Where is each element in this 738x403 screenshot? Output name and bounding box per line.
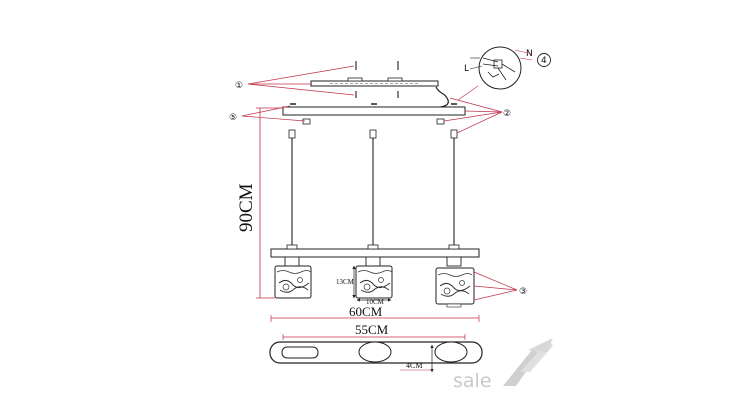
- brand-logo-icon: [503, 338, 553, 386]
- canopy-end-caps: [302, 118, 445, 125]
- bar-length-dimension: 60CM: [270, 304, 480, 322]
- lamp-shade-left: [274, 265, 312, 299]
- bar-length-label: 60CM: [349, 304, 383, 319]
- mounting-screws: [355, 61, 399, 98]
- supply-wire: [429, 86, 449, 108]
- callout-2-label: ②: [503, 109, 511, 119]
- cable-grips: [288, 129, 458, 139]
- callout-5-label: ⑤: [229, 113, 237, 123]
- canopy-length-dimension: 55CM: [282, 322, 466, 340]
- callout-2: ②: [443, 97, 511, 134]
- lamp-bar: [270, 244, 480, 258]
- lamp-shade-center: [355, 265, 393, 299]
- canopy-length-label: 55CM: [355, 322, 389, 337]
- wire-n-label: N: [526, 49, 533, 59]
- shade-width-label: 10CM: [366, 298, 385, 306]
- callout-3: ③: [473, 271, 527, 301]
- lamp-sockets: [284, 256, 462, 267]
- callout-3-label: ③: [519, 287, 527, 297]
- callout-4: 4: [537, 53, 551, 67]
- canopy-depth-label: 4CM: [406, 361, 422, 370]
- height-label: 90CM: [236, 183, 257, 232]
- callout-1: ①: [235, 65, 355, 96]
- callout-5: ⑤: [229, 105, 306, 123]
- ceiling-canopy: [282, 103, 466, 116]
- mounting-bracket: [310, 77, 439, 87]
- suspension-cables: [291, 138, 455, 248]
- height-dimension: 90CM: [236, 107, 283, 299]
- shade-height-label: 13CM: [336, 278, 355, 286]
- shade-width-dimension: 10CM: [356, 298, 392, 306]
- callout-4-label: 4: [541, 56, 547, 66]
- canopy-bottom-view: [269, 341, 483, 364]
- shade-height-dimension: 13CM: [336, 265, 356, 299]
- callout-1-label: ①: [235, 81, 243, 91]
- brand-watermark-text: sale: [453, 370, 492, 392]
- brand-watermark: sale: [453, 338, 553, 392]
- wiring-detail: N L: [457, 46, 533, 101]
- wire-l-label: L: [464, 64, 469, 74]
- canopy-depth-dimension: 4CM: [400, 344, 434, 373]
- lamp-shade-right: [435, 267, 475, 308]
